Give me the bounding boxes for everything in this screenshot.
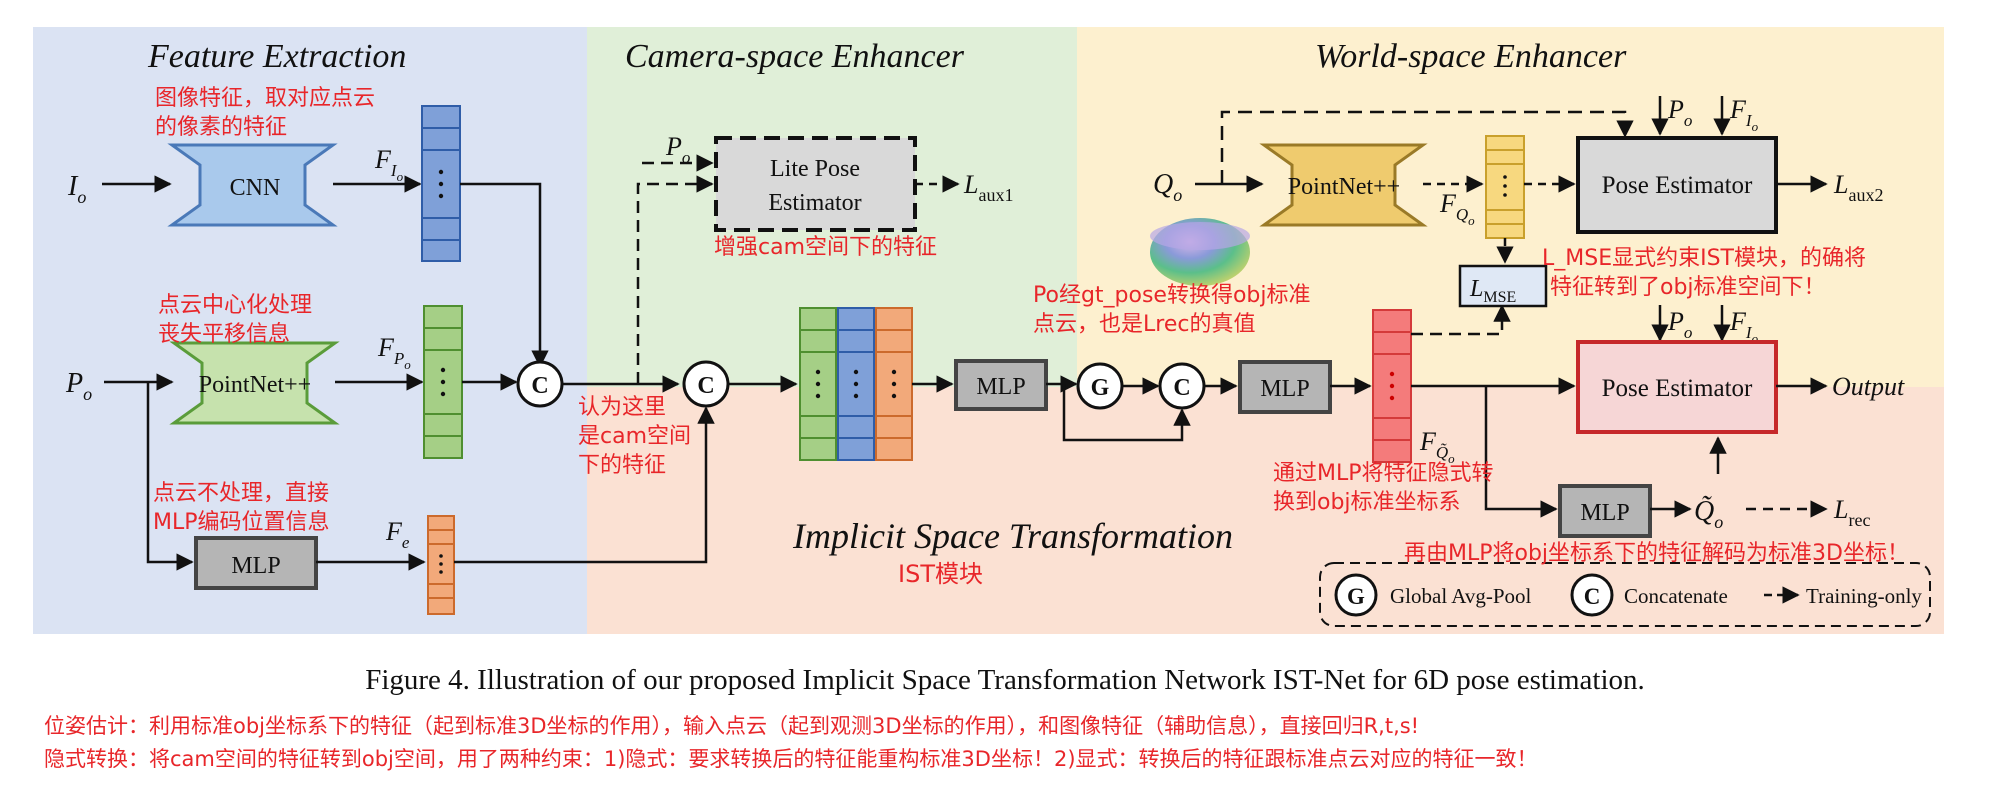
annotation-mlp-implicit: 通过MLP将特征隐式转 换到obj标准坐标系	[1273, 461, 1501, 515]
svg-text:C: C	[1173, 375, 1190, 401]
mlp-block-rec	[1558, 484, 1652, 538]
mlp-rec-label: MLP	[1580, 500, 1629, 526]
input-points-label: Po	[65, 368, 92, 404]
loss-rec: Lrec	[1833, 495, 1870, 530]
concat-node-3: C	[1158, 362, 1206, 410]
f-io-feature-block	[421, 105, 461, 262]
feature-extraction-title: Feature Extraction	[147, 38, 406, 75]
pe2-po-label: Po	[1667, 307, 1692, 342]
svg-text:G: G	[1347, 584, 1365, 609]
ist-title: Implicit Space Transformation	[792, 516, 1233, 556]
f-qo-feature-block	[1485, 135, 1525, 239]
pose-estimator-aux-label: Pose Estimator	[1602, 172, 1753, 199]
note-line-1: 位姿估计：利用标准obj坐标系下的特征（起到标准3D坐标的作用），输入点云（起到…	[44, 714, 1419, 738]
f-po-label: FPo	[377, 333, 411, 372]
mlp-2-label: MLP	[1260, 376, 1309, 402]
lite-pose-label-1: Lite Pose	[770, 156, 860, 182]
f-e-label: Fe	[385, 517, 410, 552]
legend-c-icon: C	[1570, 573, 1614, 617]
concat-node-2: C	[682, 360, 730, 408]
pe1-fio-label: FIo	[1729, 95, 1759, 134]
legend-box	[1319, 562, 1931, 627]
mlp-fe-label: MLP	[231, 553, 280, 579]
annotation-cam-space: 认为这里 是cam空间 下的特征	[578, 395, 698, 478]
loss-aux1: Laux1	[963, 170, 1013, 205]
annotation-image-feature: 图像特征，取对应点云 的像素的特征	[155, 86, 382, 140]
lite-pose-label-2: Estimator	[768, 190, 861, 216]
legend-global-avg-pool: Global Avg-Pool	[1390, 584, 1532, 608]
input-image-label: Io	[67, 171, 86, 207]
f-q-tilde-label: FQ̃o	[1419, 427, 1455, 466]
pe1-po-label: Po	[1667, 95, 1692, 130]
cnn-label: CNN	[230, 175, 281, 201]
annotation-raw-points: 点云不处理，直接 MLP编码位置信息	[153, 481, 336, 535]
ist-cn-label: IST模块	[898, 560, 983, 588]
annotation-centering: 点云中心化处理 丧失平移信息	[158, 293, 319, 347]
concat-node-1: C	[516, 360, 564, 408]
pointnet-world-label: PointNet++	[1288, 174, 1400, 200]
mlp-block-fe	[194, 536, 318, 590]
pointnet-label: PointNet++	[199, 372, 311, 398]
loss-mse-label: LMSE	[1469, 276, 1516, 306]
world-space-title: World-space Enhancer	[1315, 38, 1627, 75]
annotation-decode: 再由MLP将obj坐标系下的特征解码为标准3D坐标！	[1404, 541, 1909, 566]
f-po-feature-block	[423, 305, 463, 459]
loss-mse-box	[1458, 264, 1548, 308]
annotation-po-gt-pose: Po经gt_pose转换得obj标准 点云，也是Lrec的真值	[1033, 283, 1318, 337]
camera-space-title: Camera-space Enhancer	[625, 38, 965, 75]
f-q-tilde-feature-block	[1372, 309, 1412, 463]
global-pool-node: G	[1076, 362, 1124, 410]
pe2-fio-label: FIo	[1729, 307, 1759, 346]
q-tilde-label: Q̃o	[1694, 496, 1723, 532]
note-line-2: 隐式转换：将cam空间的特征转到obj空间，用了两种约束：1)隐式：要求转换后的…	[44, 747, 1538, 771]
legend-concatenate: Concatenate	[1624, 584, 1728, 608]
output-label: Output	[1832, 372, 1905, 401]
feature-extraction-region	[33, 27, 587, 634]
loss-aux2: Laux2	[1833, 170, 1883, 205]
lite-po-label: Po	[665, 132, 690, 167]
concat-feature-stack	[799, 307, 913, 461]
pose-estimator-aux	[1576, 136, 1778, 234]
figure-caption: Figure 4. Illustration of our proposed I…	[365, 664, 1645, 696]
svg-text:C: C	[1584, 584, 1601, 609]
f-qo-label: FQo	[1439, 189, 1475, 228]
f-e-feature-block	[427, 515, 455, 615]
canonical-point-cloud-image	[1150, 218, 1250, 286]
svg-text:C: C	[531, 373, 548, 399]
annotation-mse-constraint: L_MSE显式约束IST模块，的确将 特征转到了obj标准空间下！	[1542, 246, 1873, 300]
input-q-label: Qo	[1153, 169, 1182, 205]
lite-pose-estimator	[714, 136, 917, 232]
pointnet-block-world	[1259, 143, 1428, 227]
legend-training-only: Training-only	[1806, 584, 1922, 608]
mlp-block-1	[954, 359, 1048, 411]
legend-g-icon: G	[1334, 573, 1378, 617]
svg-text:G: G	[1091, 375, 1110, 401]
svg-text:C: C	[697, 373, 714, 399]
pointnet-block	[169, 341, 340, 425]
annotation-enhance-cam: 增强cam空间下的特征	[714, 235, 937, 260]
mlp-1-label: MLP	[976, 374, 1025, 400]
pose-estimator-main-label: Pose Estimator	[1602, 375, 1753, 402]
cnn-block	[167, 143, 338, 227]
f-io-label: FIo	[374, 145, 404, 184]
